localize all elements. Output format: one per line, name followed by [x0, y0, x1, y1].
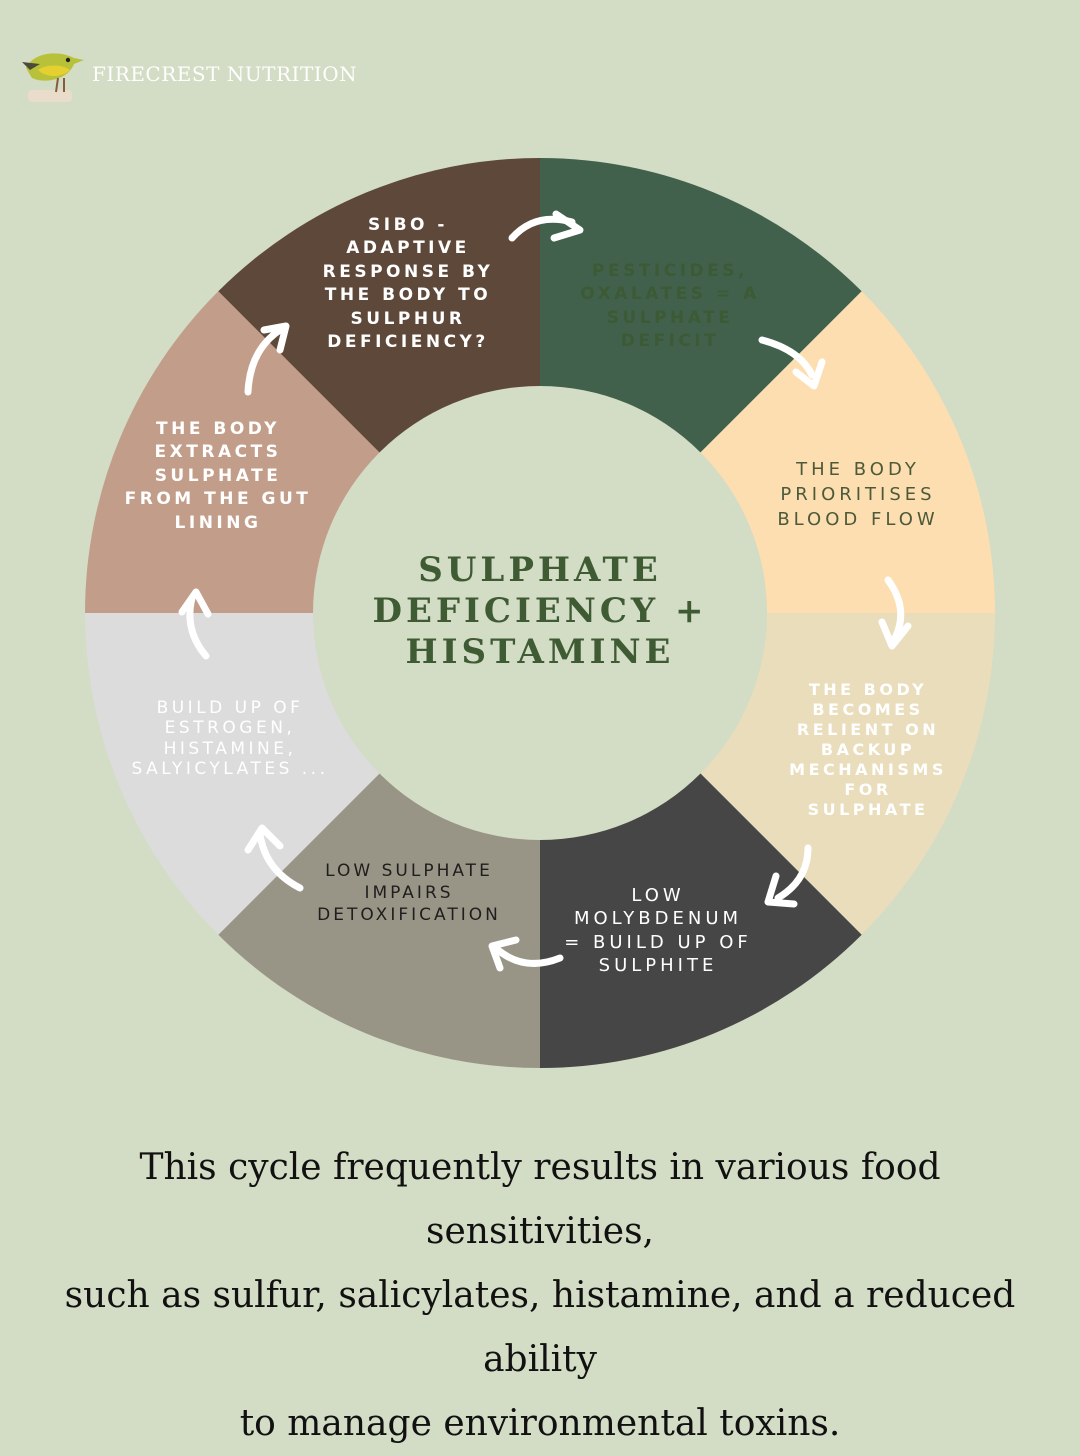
brand: FIRECREST NUTRITION [18, 40, 418, 110]
segment-label-buildup: BUILD UP OF ESTROGEN, HISTAMINE, SALYICY… [131, 698, 329, 780]
cycle-diagram [85, 158, 995, 1068]
arrow-1-icon [508, 210, 584, 242]
segment-label-gut-lining: THE BODY EXTRACTS SULPHATE FROM THE GUT … [124, 419, 312, 533]
arrow-2-icon [758, 336, 826, 390]
cycle-arrows [178, 210, 912, 972]
segment-label-blood-flow: THE BODY PRIORITISES BLOOD FLOW [777, 459, 939, 530]
arrow-7-icon [178, 588, 212, 660]
segment-label-detox: LOW SULPHATE IMPAIRS DETOXIFICATION [317, 861, 501, 926]
segment-label-backup: THE BODY BECOMES RELIENT ON BACKUP MECHA… [789, 680, 947, 819]
bird-logo-icon [22, 53, 84, 102]
brand-name: FIRECREST NUTRITION [92, 62, 358, 86]
segment-label-sibo: SIBO - ADAPTIVE RESPONSE BY THE BODY TO … [322, 215, 494, 353]
arrow-8-icon [244, 322, 290, 396]
arrow-6-icon [244, 824, 304, 892]
caption: This cycle frequently results in various… [64, 1147, 1016, 1444]
center-circle [313, 386, 767, 840]
center-title: SULPHATE DEFICIENCY + HISTAMINE [372, 550, 708, 672]
arrow-5-icon [488, 936, 564, 972]
arrow-4-icon [764, 844, 812, 908]
segment-label-molybdenum: LOW MOLYBDENUM = BUILD UP OF SULPHITE [564, 885, 752, 977]
segment-label-pesticides: PESTICIDES, OXALATES = A SULPHATE DEFICI… [580, 261, 760, 352]
arrow-3-icon [878, 576, 912, 650]
